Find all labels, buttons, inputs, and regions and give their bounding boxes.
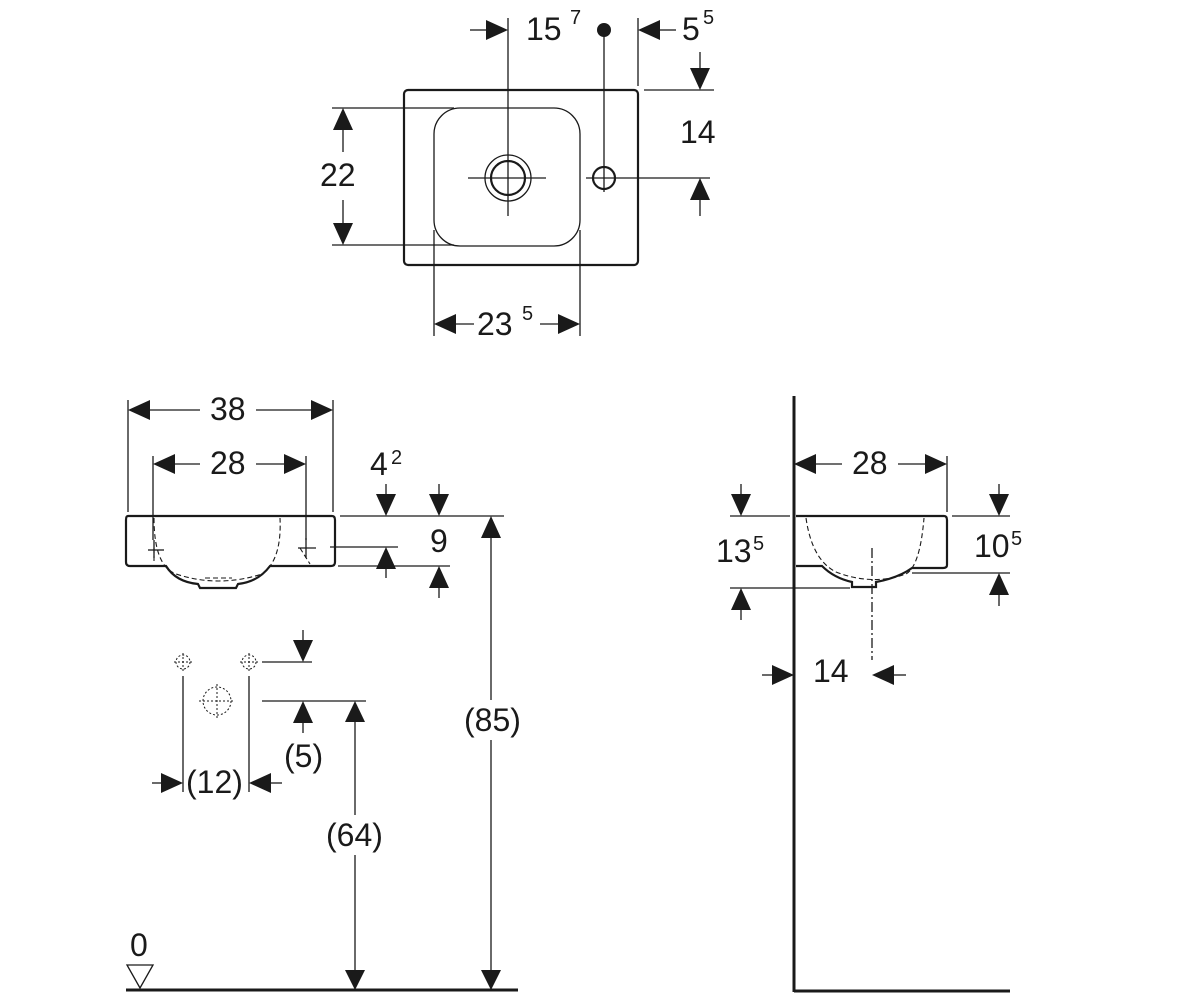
supply-point-left <box>174 653 192 671</box>
top-view: 15 7 5 5 14 22 23 5 <box>320 7 716 342</box>
dim-total-height-sup: 5 <box>753 533 764 555</box>
dim-edge-offset-sup: 5 <box>703 7 714 29</box>
dim-edge-offset: 5 <box>682 11 700 47</box>
waste-outlet <box>199 684 235 718</box>
dim-drain-from-wall: 14 <box>813 653 849 689</box>
dim-supply-offset: (5) <box>284 738 323 774</box>
floor-datum-marker <box>125 964 155 990</box>
dim-bowl-depth: 22 <box>320 157 356 193</box>
dim-rim-height: (85) <box>464 702 521 738</box>
dim-bowl-width-side: 28 <box>852 445 888 481</box>
dim-bowl-width-top: 23 <box>477 306 513 342</box>
supply-point-right <box>240 653 258 671</box>
dim-tap-offset-sup: 7 <box>570 7 581 29</box>
dim-drain-height: (64) <box>326 817 383 853</box>
dim-height: 9 <box>430 523 448 559</box>
dim-outer-height: 10 <box>974 528 1010 564</box>
tap-marker-dot <box>597 23 611 37</box>
dim-supply-spacing: (12) <box>186 764 243 800</box>
basin-body-front <box>124 514 337 590</box>
dim-outer-height-sup: 5 <box>1011 528 1022 550</box>
dim-tap-offset: 15 <box>526 11 562 47</box>
bowl-outline-top <box>433 107 581 247</box>
wall-fixing-right <box>298 538 316 558</box>
dim-total-height: 13 <box>716 533 752 569</box>
dim-bowl-width-front: 28 <box>210 445 246 481</box>
dim-bowl-width-top-sup: 5 <box>522 303 533 325</box>
dim-rim-thickness: 4 <box>370 446 388 482</box>
side-view: 28 13 5 10 5 14 <box>716 396 1022 993</box>
dim-rim-thickness-sup: 2 <box>391 447 402 469</box>
dim-overall-width: 38 <box>210 391 246 427</box>
dim-depth-to-hole: 14 <box>680 114 716 150</box>
front-view: 38 28 4 2 9 (85) <box>124 391 521 992</box>
floor-label: 0 <box>130 927 148 963</box>
wall-fixing-left <box>148 540 164 558</box>
